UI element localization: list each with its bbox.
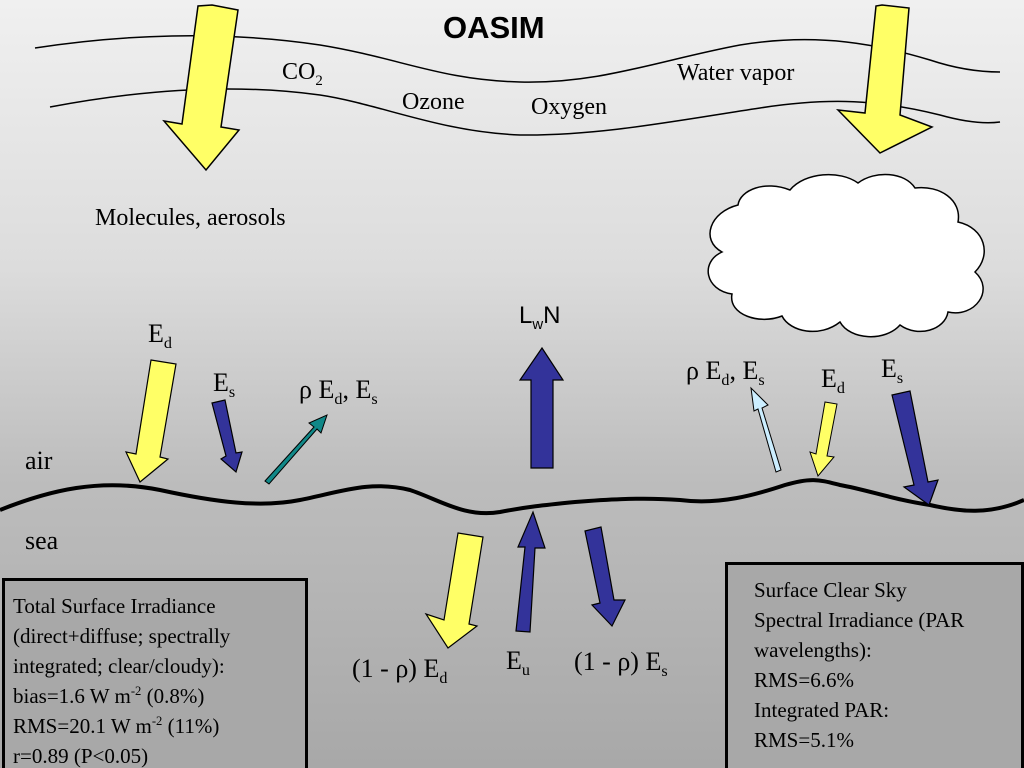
es-arrow-right-icon [891, 390, 939, 506]
ed-label-right: Ed [821, 364, 845, 398]
total-irradiance-box: Total Surface Irradiance (direct+diffuse… [2, 578, 308, 768]
box-line: (direct+diffuse; spectrally [13, 624, 231, 648]
trans-es-arrow-icon [584, 526, 626, 628]
box-line: integrated; clear/cloudy): [13, 654, 225, 678]
ozone-label: Ozone [402, 89, 465, 115]
box-line: r=0.89 (P<0.05) [13, 744, 149, 768]
sun-arrow-right-icon [835, 4, 934, 154]
trans-ed-arrow-icon [424, 532, 484, 649]
box-line-rms: RMS=20.1 W m-2 (11%) [13, 714, 220, 738]
reflected-arrow-right-icon [750, 386, 782, 473]
eu-arrow-icon [515, 510, 546, 633]
ed-arrow-left-icon [124, 359, 177, 483]
air-label: air [25, 446, 53, 475]
clear-sky-box: Surface Clear Sky Spectral Irradiance (P… [725, 562, 1024, 768]
ed-arrow-right-icon [809, 401, 838, 478]
box-line: Integrated PAR: [754, 698, 890, 722]
sea-label: sea [25, 526, 59, 555]
es-arrow-left-icon [211, 399, 243, 474]
sea-surface-line [0, 478, 1024, 516]
box-line: Spectral Irradiance (PAR [754, 608, 965, 632]
lwn-label: LwN [519, 302, 561, 333]
box-line: RMS=5.1% [754, 728, 854, 752]
cloud-icon [707, 173, 985, 338]
lwn-arrow-icon [518, 346, 565, 469]
es-label-left: Es [213, 368, 236, 402]
reflected-arrow-left-icon [264, 414, 328, 485]
co2-label: CO2 [282, 59, 323, 89]
molecules-label: Molecules, aerosols [95, 205, 286, 231]
reflected-label-right: ρ Ed, Es [686, 356, 765, 390]
atmosphere-line-top [34, 35, 1001, 83]
es-label-right: Es [881, 354, 904, 388]
box-line: wavelengths): [754, 638, 872, 662]
eu-label: Eu [506, 646, 530, 680]
atmosphere-line-bottom [49, 88, 1001, 136]
box-line: Total Surface Irradiance [13, 594, 216, 618]
box-line: Surface Clear Sky [754, 578, 907, 602]
oxygen-label: Oxygen [531, 94, 607, 120]
sun-arrow-left-icon [162, 4, 241, 172]
reflected-label-left: ρ Ed, Es [299, 375, 378, 409]
water-vapor-label: Water vapor [677, 60, 795, 86]
trans-es-label: (1 - ρ) Es [574, 647, 668, 681]
trans-ed-label: (1 - ρ) Ed [352, 654, 448, 688]
page-title: OASIM [443, 10, 545, 45]
box-line: RMS=6.6% [754, 668, 854, 692]
box-line-bias: bias=1.6 W m-2 (0.8%) [13, 684, 205, 708]
ed-label-left: Ed [148, 319, 172, 353]
